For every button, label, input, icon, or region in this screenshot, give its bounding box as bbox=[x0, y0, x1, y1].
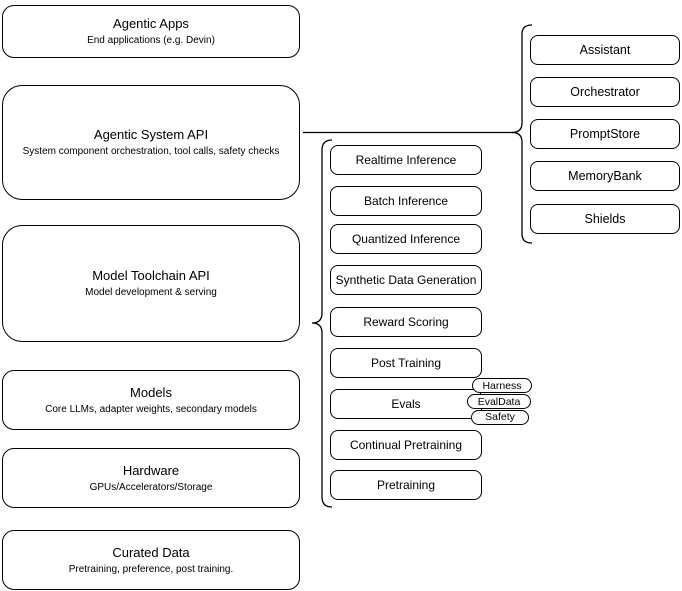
toolchain-item-batch-inference: Batch Inference bbox=[330, 185, 482, 216]
node-models: Models Core LLMs, adapter weights, secon… bbox=[2, 370, 300, 430]
node-title: Agentic System API bbox=[93, 127, 209, 142]
component-shields: Shields bbox=[530, 204, 680, 234]
node-subtitle: Model development & serving bbox=[85, 287, 217, 298]
toolchain-item-realtime-inference: Realtime Inference bbox=[330, 145, 482, 175]
toolchain-item-quantized-inference: Quantized Inference bbox=[330, 224, 482, 254]
node-subtitle: System component orchestration, tool cal… bbox=[22, 146, 280, 157]
toolchain-item-continual-pretraining: Continual Pretraining bbox=[330, 430, 482, 460]
node-title: Agentic Apps bbox=[113, 16, 189, 31]
node-title: Hardware bbox=[122, 462, 180, 478]
node-title: Model Toolchain API bbox=[92, 268, 210, 283]
toolchain-brace bbox=[311, 139, 333, 508]
node-model-toolchain-api: Model Toolchain API Model development & … bbox=[2, 225, 300, 342]
node-subtitle: Pretraining, preference, post training. bbox=[68, 563, 234, 575]
eval-badge-safety: Safety bbox=[471, 409, 529, 425]
node-title: Models bbox=[130, 384, 172, 400]
toolchain-item-reward-scoring: Reward Scoring bbox=[330, 307, 482, 337]
node-title: Curated Data bbox=[112, 544, 190, 560]
node-subtitle: End applications (e.g. Devin) bbox=[87, 35, 215, 46]
toolchain-item-synthetic-data-generation: Synthetic Data Generation bbox=[330, 265, 482, 295]
toolchain-item-post-training: Post Training bbox=[330, 348, 482, 378]
eval-badge-evaldata: EvalData bbox=[467, 394, 531, 409]
node-subtitle: Core LLMs, adapter weights, secondary mo… bbox=[45, 403, 257, 415]
node-subtitle: GPUs/Accelerators/Storage bbox=[89, 481, 213, 493]
component-memorybank: MemoryBank bbox=[530, 161, 680, 191]
node-curated-data: Curated Data Pretraining, preference, po… bbox=[2, 530, 300, 590]
components-brace bbox=[511, 24, 533, 244]
node-agentic-apps: Agentic Apps End applications (e.g. Devi… bbox=[2, 5, 300, 58]
eval-badge-harness: Harness bbox=[472, 378, 532, 393]
component-orchestrator: Orchestrator bbox=[530, 77, 680, 107]
toolchain-item-evals: Evals bbox=[330, 389, 482, 419]
node-agentic-system-api: Agentic System API System component orch… bbox=[2, 85, 300, 200]
toolchain-item-pretraining: Pretraining bbox=[330, 470, 482, 500]
component-promptstore: PromptStore bbox=[530, 119, 680, 149]
component-assistant: Assistant bbox=[530, 34, 680, 65]
node-hardware: Hardware GPUs/Accelerators/Storage bbox=[2, 448, 300, 508]
